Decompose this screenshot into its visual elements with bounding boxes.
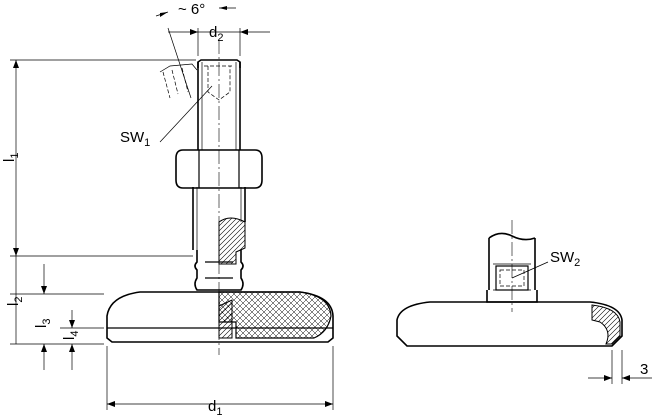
ball-neck [194,250,244,291]
dim-l3-label: l3 [33,319,53,328]
dim-3-label: 3 [640,361,648,378]
dim-l2-label: l2 [5,297,25,306]
stud-section [218,217,246,265]
dim-d2-label: d2 [209,24,223,44]
dim-l4-label: l4 [61,331,81,340]
angle-label: ~ 6° [178,1,205,18]
dim-l1-label: l1 [1,153,21,162]
detail-view [396,220,623,347]
hex-nut [175,149,263,189]
tilted-stud-indication [159,27,198,99]
dim-d1-label: d1 [208,398,222,418]
socket [495,265,529,291]
base-plate [106,291,334,343]
dim-sw2-label: SW2 [550,249,580,269]
main-view [106,27,334,355]
dim-sw1-label: SW1 [120,129,150,149]
threaded-stud [192,59,246,250]
